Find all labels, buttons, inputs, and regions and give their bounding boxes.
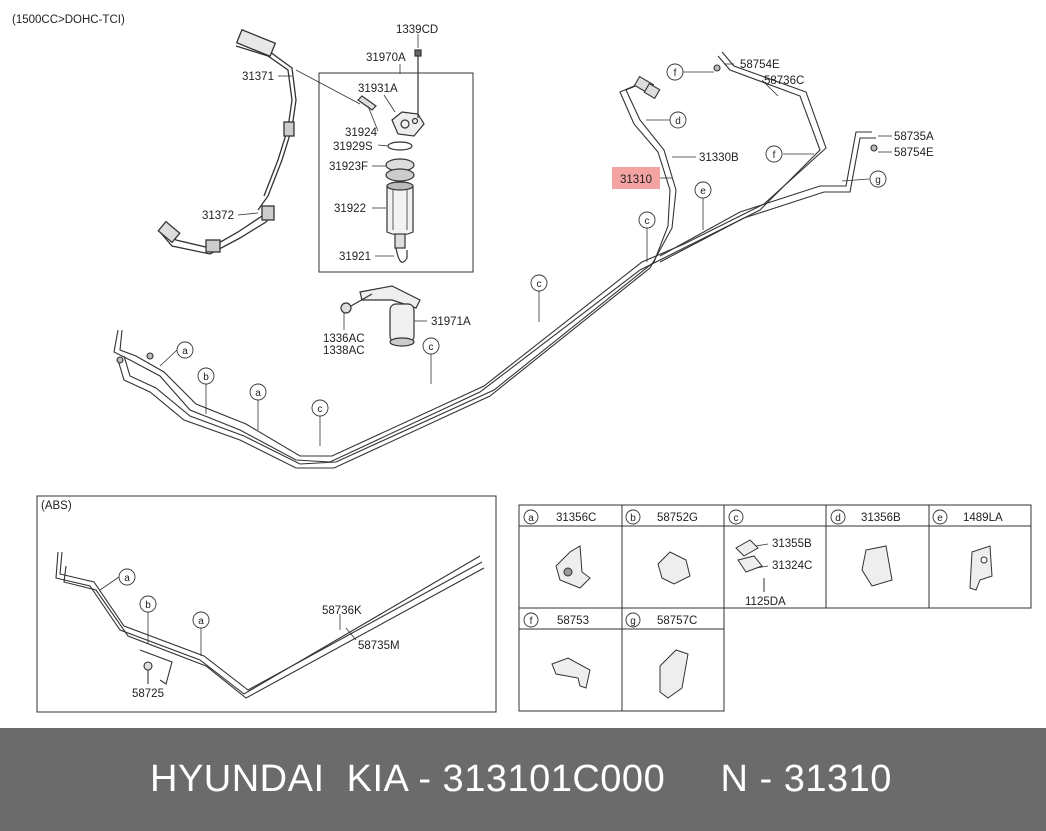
callout-letter: a <box>255 388 261 399</box>
leader-lines <box>159 34 892 446</box>
legend-part-g: 58757C <box>657 615 697 627</box>
label-58735A: 58735A <box>894 131 934 143</box>
legend-letter-g: g <box>630 616 636 627</box>
callout-letter: b <box>145 600 151 611</box>
label-31923F: 31923F <box>329 161 368 173</box>
label-31929S: 31929S <box>333 141 373 153</box>
callout-letter: c <box>537 279 542 290</box>
legend-part-e: 1489LA <box>963 512 1003 524</box>
label-31970A: 31970A <box>366 52 406 64</box>
legend-subpart-31324C: 31324C <box>772 560 812 572</box>
label-31971A: 31971A <box>431 316 471 328</box>
legend-circle-a <box>523 509 539 525</box>
callout-b-1 <box>197 367 215 385</box>
fuel-line-diagram: (1500CC>DOHC-TCI) <box>12 14 1032 713</box>
abs-leaders <box>99 576 357 656</box>
label-58735M: 58735M <box>358 640 400 652</box>
legend-circle-e <box>932 509 948 525</box>
fuel-lines <box>113 51 878 469</box>
callout-f-2 <box>765 145 783 163</box>
legend-circle-d <box>830 509 846 525</box>
callout-letter: a <box>124 573 130 584</box>
callout-a-2 <box>176 341 194 359</box>
legend-subpart-1125DA: 1125DA <box>745 596 786 608</box>
label-58736K: 58736K <box>322 605 362 617</box>
legend-circle-g <box>625 612 641 628</box>
callout-letter: e <box>700 186 706 197</box>
legend-circle-c <box>728 509 744 525</box>
legend-part-a: 31356C <box>556 512 596 524</box>
footer-bar: HYUNDAI KIA - 313101C000 N - 31310 <box>0 728 1046 831</box>
legend-letter-d: d <box>835 513 841 524</box>
label-1339CD: 1339CD <box>396 24 438 36</box>
callout-letter: f <box>773 150 776 161</box>
legend-part-b: 58752G <box>657 512 698 524</box>
label-31931A: 31931A <box>358 83 398 95</box>
legend-letter-a: a <box>528 513 534 524</box>
callout-c-2 <box>530 274 548 292</box>
label-58725: 58725 <box>132 688 164 700</box>
callout-f-1 <box>666 63 684 81</box>
label-31371: 31371 <box>242 71 274 83</box>
label-1338AC: 1338AC <box>323 345 365 357</box>
label-31924: 31924 <box>345 127 378 139</box>
callout-c-1 <box>638 211 656 229</box>
legend-table <box>518 504 1032 712</box>
abs-title: (ABS) <box>41 500 72 512</box>
label-58754E: 58754E <box>894 147 934 159</box>
callout-letter: c <box>429 342 434 353</box>
callout-letter: c <box>645 216 650 227</box>
legend-letter-f: f <box>530 616 533 627</box>
callout-letter: b <box>203 372 209 383</box>
fuel-filter-assembly <box>357 49 425 263</box>
filter-group-box <box>318 72 474 273</box>
legend-circle-f <box>523 612 539 628</box>
label-58754E-top: 58754E <box>740 59 780 71</box>
abs-callout-b <box>139 595 157 613</box>
abs-inset-box <box>36 495 497 713</box>
filter-bracket-31971A <box>340 285 421 347</box>
callout-c-4 <box>311 399 329 417</box>
hose-31372 <box>157 205 275 255</box>
callout-c-3 <box>422 337 440 355</box>
clip-drawings <box>551 539 993 699</box>
part-number-caption: HYUNDAI KIA - 313101C000 N - 31310 <box>150 758 892 800</box>
callout-letter: a <box>182 346 188 357</box>
callout-letter: f <box>674 68 677 79</box>
legend-letter-e: e <box>937 513 943 524</box>
abs-callout-a-1 <box>118 568 136 586</box>
callout-e-1 <box>694 181 712 199</box>
callout-letter: d <box>675 116 681 127</box>
legend-part-f: 58753 <box>557 615 589 627</box>
callout-letter: a <box>198 616 204 627</box>
callout-a-1 <box>249 383 267 401</box>
label-31921: 31921 <box>339 251 371 263</box>
legend-subpart-31355B: 31355B <box>772 538 812 550</box>
legend-letter-b: b <box>630 513 636 524</box>
label-31372: 31372 <box>202 210 234 222</box>
callout-letter: c <box>318 404 323 415</box>
callout-letter: g <box>875 175 881 186</box>
label-31922: 31922 <box>334 203 366 215</box>
abs-lines <box>55 551 485 699</box>
highlight-31310 <box>612 167 660 189</box>
label-58736C: 58736C <box>764 75 804 87</box>
callout-g-1 <box>869 170 887 188</box>
legend-letter-c: c <box>734 513 739 524</box>
label-31310: 31310 <box>620 174 652 186</box>
abs-callout-a-2 <box>192 611 210 629</box>
legend-part-d: 31356B <box>861 512 901 524</box>
callout-d-1 <box>669 111 687 129</box>
engine-note: (1500CC>DOHC-TCI) <box>12 14 125 26</box>
label-31330B: 31330B <box>699 152 739 164</box>
hose-31371 <box>235 28 361 211</box>
label-1336AC: 1336AC <box>323 333 365 345</box>
legend-circle-b <box>625 509 641 525</box>
